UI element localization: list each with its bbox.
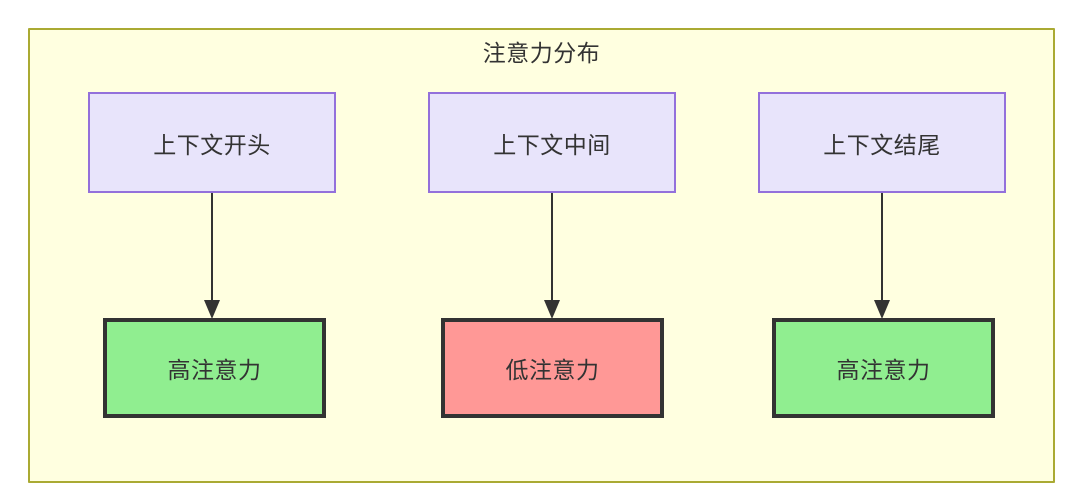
- node-high-attention-end[interactable]: 高注意力: [772, 318, 995, 418]
- node-label: 上下文结尾: [823, 131, 941, 158]
- node-context-beginning[interactable]: 上下文开头: [88, 92, 336, 193]
- node-context-middle[interactable]: 上下文中间: [428, 92, 676, 193]
- node-context-end[interactable]: 上下文结尾: [758, 92, 1006, 193]
- arrow-icon: [204, 193, 220, 319]
- node-label: 高注意力: [836, 357, 931, 383]
- node-low-attention-middle[interactable]: 低注意力: [441, 318, 664, 418]
- node-label: 高注意力: [167, 357, 262, 383]
- node-label: 上下文开头: [153, 131, 271, 158]
- arrow-end-to-high-attention: [870, 193, 894, 320]
- arrow-icon: [874, 193, 890, 319]
- node-high-attention-beginning[interactable]: 高注意力: [103, 318, 326, 418]
- arrow-beginning-to-high-attention: [200, 193, 224, 320]
- node-label: 低注意力: [505, 357, 600, 383]
- arrow-icon: [544, 193, 560, 319]
- arrow-middle-to-low-attention: [540, 193, 564, 320]
- node-label: 上下文中间: [493, 131, 611, 158]
- cluster-title: 注意力分布: [482, 40, 601, 66]
